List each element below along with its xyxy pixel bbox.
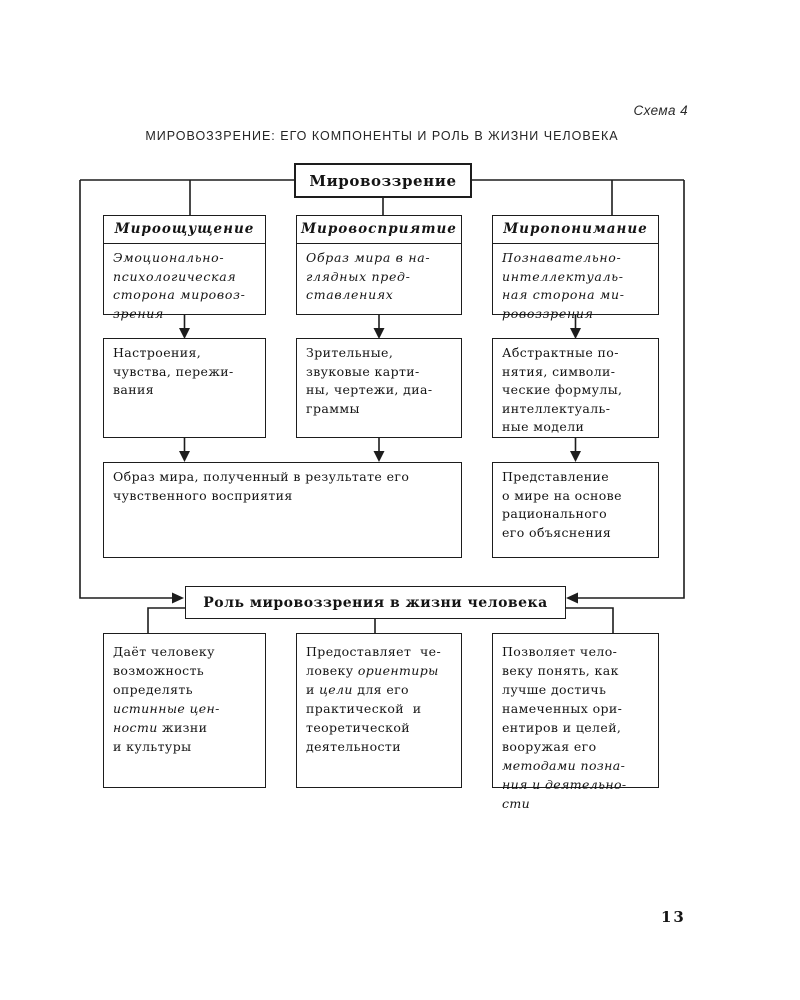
component-subtitle: Познавательно-интеллектуаль-ная сторона … — [502, 250, 625, 321]
arrow-right-icon — [172, 592, 184, 604]
arrow-down-icon — [179, 451, 190, 462]
level2-text: Настроения,чувства, пережи-вания — [113, 345, 234, 397]
down-arrows-level1 — [179, 315, 581, 339]
level2-text: Абстрактные по-нятия, символи-ческие фор… — [502, 345, 623, 434]
arrow-left-icon — [566, 592, 578, 604]
arrow-down-icon — [179, 328, 190, 339]
component-title: Миропонимание — [493, 216, 658, 244]
level2-box-moods: Настроения,чувства, пережи-вания — [103, 338, 266, 438]
worldview-root-box: Мировоззрение — [294, 163, 472, 198]
component-box-feeling: Мироощущение Эмоционально-психологическа… — [103, 215, 266, 321]
component-subtitle: Образ мира в на-глядных пред-ставлениях — [306, 250, 431, 302]
side-loop-right — [566, 180, 685, 604]
level2-text: Зрительные,звуковые карти-ны, чертежи, д… — [306, 345, 433, 416]
arrow-down-icon — [570, 328, 581, 339]
level2-box-images: Зрительные,звуковые карти-ны, чертежи, д… — [296, 338, 462, 438]
role-branch-lines — [147, 607, 614, 633]
role-label: Роль мировоззрения в жизни человека — [203, 594, 548, 611]
root-branch-lines — [80, 179, 684, 215]
page-number: 13 — [661, 908, 686, 926]
component-title: Мировосприятие — [297, 216, 461, 244]
component-box-perception: Мировосприятие Образ мира в на-глядных п… — [296, 215, 462, 315]
worldview-root-label: Мировоззрение — [309, 171, 457, 190]
role-box: Роль мировоззрения в жизни человека — [185, 586, 566, 619]
arrow-down-icon — [373, 451, 385, 462]
level2-box-concepts: Абстрактные по-нятия, символи-ческие фор… — [492, 338, 659, 438]
arrow-down-icon — [373, 328, 385, 339]
page-title: МИРОВОЗЗРЕНИЕ: ЕГО КОМПОНЕНТЫ И РОЛЬ В Ж… — [145, 129, 619, 143]
arrow-down-icon — [570, 451, 581, 462]
scheme-number-label: Схема 4 — [633, 103, 688, 118]
side-loop-left — [79, 180, 184, 604]
component-title: Мироощущение — [104, 216, 265, 244]
component-box-understanding: Миропонимание Познавательно-интеллектуал… — [492, 215, 659, 321]
down-arrows-level2 — [179, 438, 581, 462]
